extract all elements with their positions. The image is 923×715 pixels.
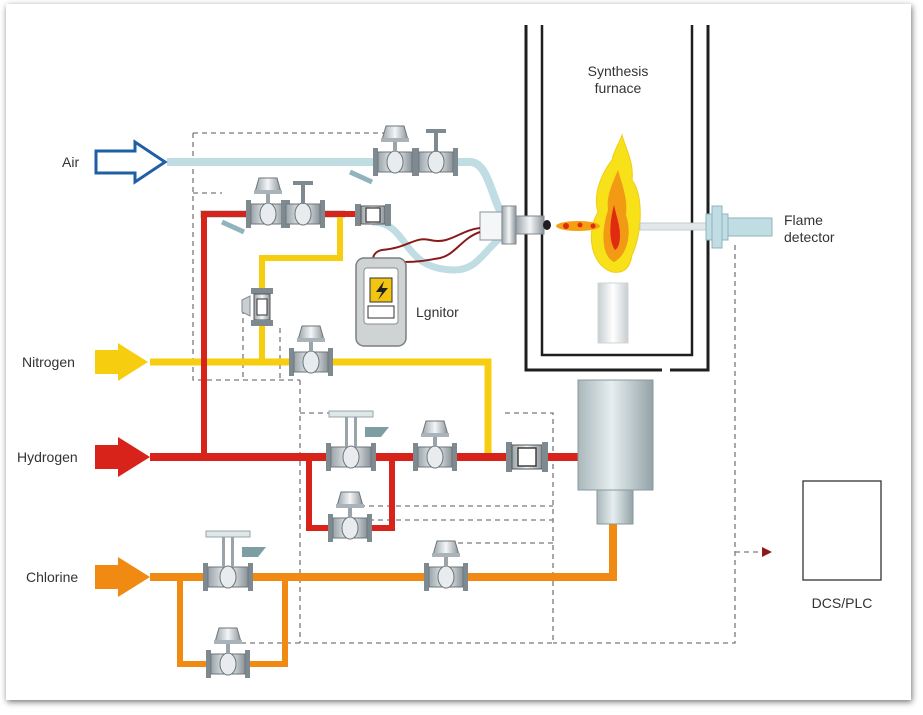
valve-air-purge-hand[interactable] <box>281 181 325 228</box>
burner-nozzle <box>479 205 551 245</box>
valve-hydrogen-bypass[interactable] <box>328 491 372 542</box>
chlorine-label: Chlorine <box>26 569 78 585</box>
air-label: Air <box>62 154 79 170</box>
nitrogen-label: Nitrogen <box>22 354 75 370</box>
air-inlet-arrow-icon <box>94 139 168 185</box>
flow-meter-nitrogen[interactable] <box>241 288 273 326</box>
flame-detector <box>639 205 773 249</box>
valve-chlorine-bypass[interactable] <box>206 627 250 678</box>
flame-detector-label-line1: Flame <box>784 212 823 228</box>
high-voltage-icon <box>376 281 388 300</box>
nitrogen-inlet-arrow-icon <box>95 343 148 381</box>
absorber-column <box>577 379 654 525</box>
valve-hydrogen-control[interactable] <box>413 420 457 471</box>
flow-meter-hydrogen-main[interactable] <box>506 442 548 472</box>
valve-chlorine-control[interactable] <box>424 540 468 591</box>
signal-arrowhead-icon <box>762 547 772 557</box>
flow-meter-hydrogen-upper[interactable] <box>355 204 391 226</box>
valve-air-1[interactable] <box>373 125 417 176</box>
valve-chlorine-shutoff[interactable] <box>203 530 266 591</box>
valve-nitrogen[interactable] <box>289 325 333 376</box>
hydrogen-label: Hydrogen <box>17 449 78 465</box>
valve-hydrogen-shutoff[interactable] <box>326 410 389 471</box>
furnace-label-line2: furnace <box>595 80 642 96</box>
ignitor-label: Lgnitor <box>416 304 459 320</box>
synthesis-furnace <box>524 25 710 373</box>
valve-air-hand[interactable] <box>414 129 458 176</box>
flame-detector-label-line2: detector <box>784 229 835 245</box>
furnace-label-line1: Synthesis <box>588 63 649 79</box>
valves-group <box>203 125 468 678</box>
dcs-plc-label: DCS/PLC <box>812 595 873 611</box>
flame-icon <box>556 133 641 273</box>
control-signal-lines <box>192 132 772 644</box>
chlorine-inlet-arrow-icon <box>95 557 150 597</box>
valve-air-purge[interactable] <box>246 177 290 228</box>
dcs-plc-box <box>802 480 882 581</box>
ignitor-box <box>355 257 407 347</box>
hydrogen-inlet-arrow-icon <box>95 437 150 477</box>
